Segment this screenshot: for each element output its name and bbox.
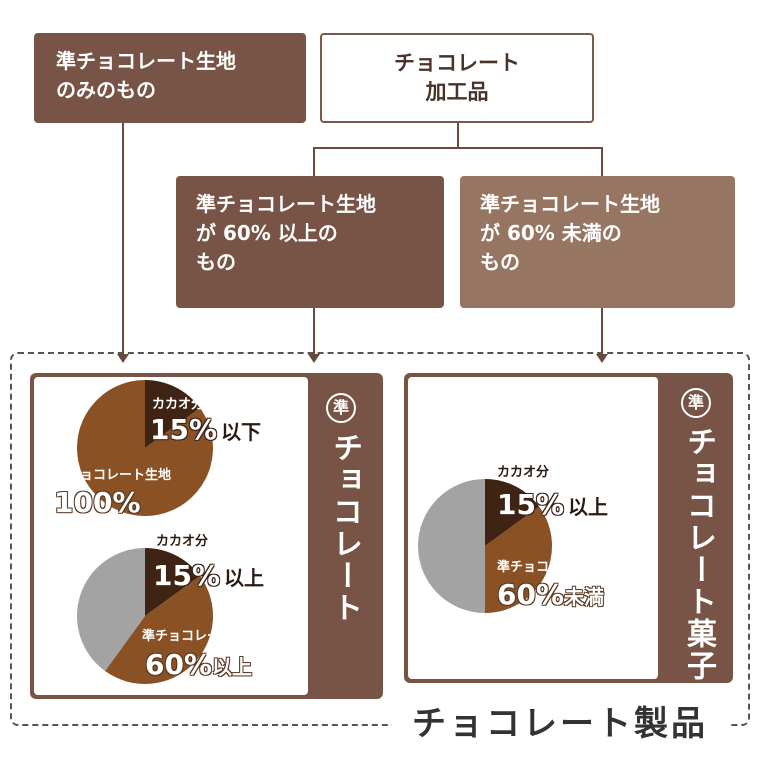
pie2-base-value: 60%以上 xyxy=(145,648,252,681)
pie-chart-3 xyxy=(418,479,552,613)
semi-badge-right: 準 xyxy=(681,388,711,418)
pie1-slice-2 xyxy=(76,380,213,516)
pie3-cacao-value: 15%以上 xyxy=(497,488,608,521)
pie3-cacao-suffix: 以上 xyxy=(568,495,609,519)
pie2-cacao-suffix: 以上 xyxy=(224,566,265,590)
pie2-base-number: 60% xyxy=(145,648,213,681)
pie2-slice-2 xyxy=(105,576,213,684)
pie1-base-value: 100% xyxy=(54,486,141,519)
arrow-left xyxy=(117,354,129,363)
connector-horizontal xyxy=(313,147,603,149)
pie2-cacao-number: 15% xyxy=(153,559,221,592)
pie3-cacao-label: カカオ分 xyxy=(497,465,550,480)
connector-to-above xyxy=(313,147,315,176)
pie2-base-label: 準チョコレート生地 xyxy=(142,629,260,644)
pie-chart-1 xyxy=(76,380,213,516)
connector-below-down xyxy=(601,308,603,355)
pie3-base-suffix: 未満 xyxy=(564,585,605,609)
connector-to-below xyxy=(601,147,603,176)
box-semi-chocolate-only: 準チョコレート生地 のみのもの xyxy=(34,33,306,123)
pie1-base-label: 準チョコレート生地 xyxy=(54,468,172,483)
pie1-cacao-label: カカオ分 xyxy=(152,397,205,412)
pie2-cacao-label: カカオ分 xyxy=(156,534,209,549)
arrow-right xyxy=(596,354,608,363)
pie-chart-2 xyxy=(77,548,213,684)
pie3-slice-3 xyxy=(418,479,485,613)
panel-title-confection: チョコレート菓子 xyxy=(681,426,716,682)
box-chocolate-processed: チョコレート 加工品 xyxy=(320,33,594,123)
pie1-cacao-suffix: 以下 xyxy=(221,420,262,444)
connector-left-vertical xyxy=(122,123,124,355)
pie2-slice-1 xyxy=(145,548,201,616)
pie3-base-value: 60%未満 xyxy=(497,578,604,611)
pie2-cacao-value: 15%以上 xyxy=(153,559,264,592)
chocolate-products-group xyxy=(10,352,750,726)
connector-center-stem xyxy=(457,123,459,148)
connector-above-down xyxy=(313,308,315,355)
pie1-base-number: 100% xyxy=(54,486,141,519)
caption-chocolate-products: チョコレート製品 xyxy=(392,698,728,750)
pie2-slice-3 xyxy=(77,548,145,672)
pie1-cacao-value: 15%以下 xyxy=(150,413,261,446)
pie3-cacao-number: 15% xyxy=(497,488,565,521)
box-below-60: 準チョコレート生地 が 60% 未満の もの xyxy=(460,176,735,308)
panel-title-chocolate: チョコレート xyxy=(327,432,362,624)
semi-badge-left: 準 xyxy=(326,393,356,423)
pie1-cacao-number: 15% xyxy=(150,413,218,446)
pie1-slice-1 xyxy=(145,380,201,448)
pie3-base-number: 60% xyxy=(497,578,565,611)
pie3-slice-2 xyxy=(485,506,552,613)
arrow-middle xyxy=(308,354,320,363)
pie3-base-label: 準チョコレート生地 xyxy=(497,560,615,575)
box-above-60: 準チョコレート生地 が 60% 以上の もの xyxy=(176,176,444,308)
pie3-slice-1 xyxy=(485,479,540,546)
pie2-base-suffix: 以上 xyxy=(212,655,253,679)
